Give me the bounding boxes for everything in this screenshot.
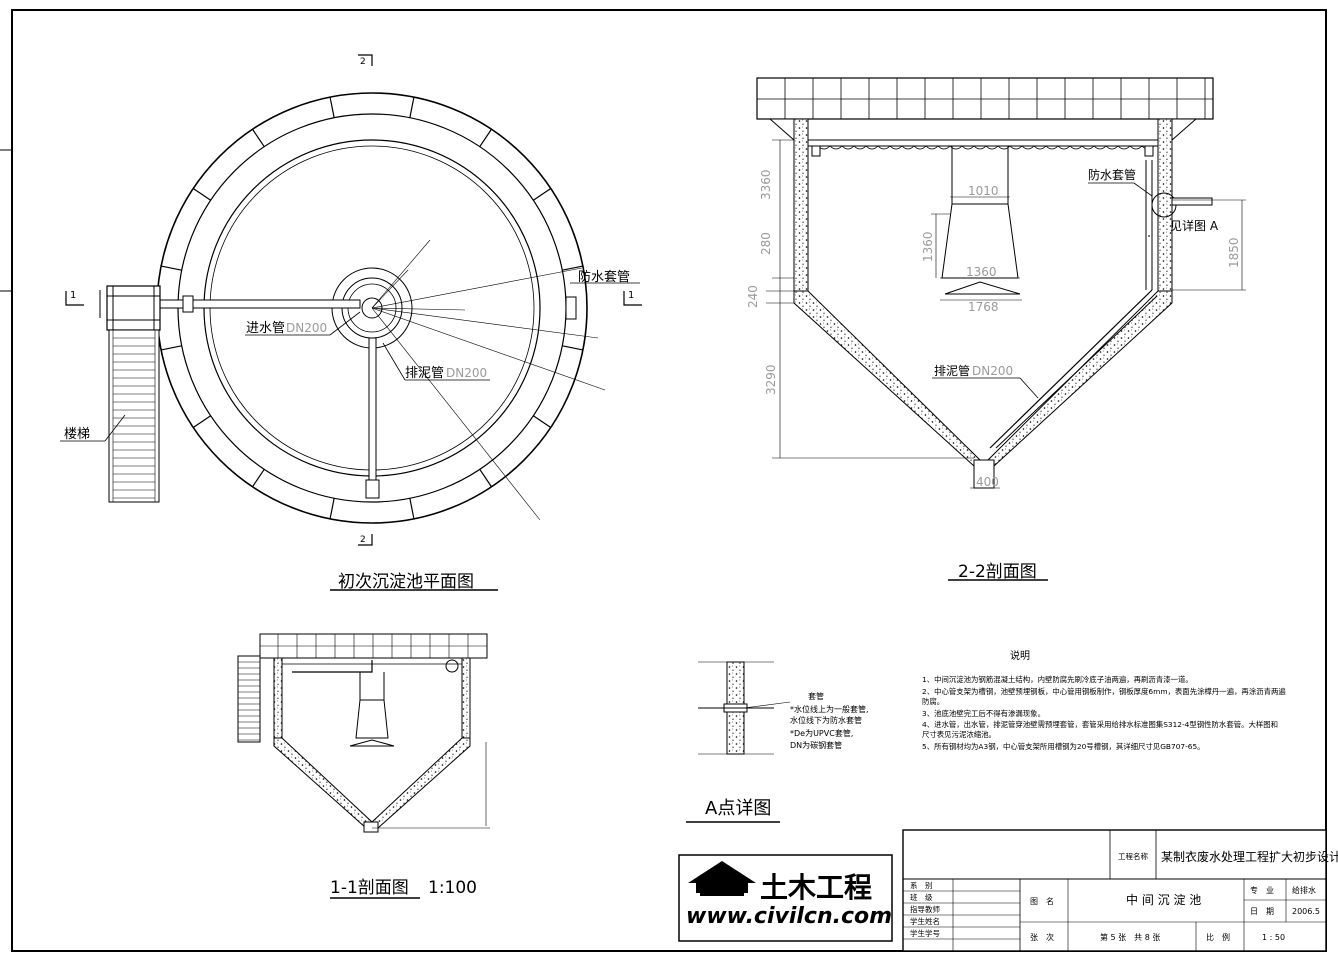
railing-posts-2-2 bbox=[784, 78, 1206, 119]
plan-sleeve-label: 防水套管 bbox=[578, 269, 630, 285]
sec22-sludge-pipe-label: 排泥管 bbox=[934, 363, 970, 378]
detail-a-reference: 见详图 A bbox=[1170, 218, 1219, 233]
notes-item-4b: 尺寸表见污泥浓缩池。 bbox=[922, 730, 996, 739]
notes-item-2b: 防腐。 bbox=[922, 697, 944, 706]
section-1-1-title: 1-1剖面图 bbox=[330, 878, 409, 898]
stairs-label: 楼梯 bbox=[64, 427, 90, 442]
tb-project-label: 工程名称 bbox=[1118, 851, 1148, 861]
notes-item-1: 1、中间沉淀池为钢筋混凝土结构，内壁防腐先刷冷底子油两遍，再刷沥青漆一道。 bbox=[922, 675, 1193, 684]
dim-1850: 1850 bbox=[1227, 237, 1241, 268]
tb-student-id-label: 学生学号 bbox=[910, 928, 940, 938]
detail-a-note-4: DN为碳钢套管 bbox=[790, 740, 842, 750]
notes-title: 说明 bbox=[1010, 649, 1030, 662]
title-block bbox=[902, 829, 1327, 952]
detail-a-note-2: 水位线下为防水套管 bbox=[790, 715, 862, 725]
tb-drawing-label: 图 名 bbox=[1030, 896, 1054, 906]
sludge-pipe-dn: DN200 bbox=[446, 366, 487, 380]
house-icon bbox=[688, 861, 756, 893]
section-1-1 bbox=[237, 633, 490, 899]
notes-item-2: 2、中心管支架为槽钢，池壁预埋钢板，中心管用钢板制作，钢板厚度6mm，表面先涂樟… bbox=[922, 687, 1286, 696]
tb-major-label: 专 业 bbox=[1250, 885, 1274, 895]
weir-2-2 bbox=[817, 145, 1155, 150]
plan-wall-ribs bbox=[161, 97, 583, 519]
dim-280: 280 bbox=[759, 232, 773, 255]
dim-3290: 3290 bbox=[764, 364, 778, 395]
dim-1010: 1010 bbox=[968, 184, 999, 198]
dim-1360-vertical: 1360 bbox=[921, 231, 935, 262]
logo-name: 土木工程 bbox=[760, 871, 872, 904]
tb-sheet-label: 张 次 bbox=[1030, 932, 1054, 942]
tb-student-label: 学生姓名 bbox=[910, 916, 940, 926]
plan-sec1-left-mark: 1 bbox=[70, 290, 76, 301]
tb-dept-label: 系 别 bbox=[910, 880, 933, 890]
tb-sheet-value: 第 5 张 共 8 张 bbox=[1100, 932, 1160, 942]
dim-240: 240 bbox=[746, 285, 760, 308]
tb-scale-label: 比 例 bbox=[1206, 932, 1230, 942]
dim-1768: 1768 bbox=[968, 300, 999, 314]
detail-a-note-3: *De为UPVC套管, bbox=[790, 728, 853, 738]
inlet-pipe-dn: DN200 bbox=[286, 321, 327, 335]
stair-treads bbox=[113, 337, 155, 499]
logo-url: www.civilcn.com bbox=[686, 904, 892, 929]
tb-class-label: 班 级 bbox=[910, 892, 933, 902]
notes-item-4: 4、进水管，出水管，排泥管穿池壁需预埋套管，套管采用给排水标准图集S312-4型… bbox=[922, 720, 1278, 729]
stair-treads-1-1 bbox=[238, 661, 260, 741]
tb-major-value: 给排水 bbox=[1292, 885, 1316, 895]
dim-400: 400 bbox=[976, 475, 999, 489]
tb-project-name: 某制衣废水处理工程扩大初步设计 bbox=[1161, 849, 1338, 864]
sheet-border bbox=[11, 9, 1327, 952]
plan-view bbox=[60, 54, 642, 591]
sec22-sleeve-label: 防水套管 bbox=[1088, 167, 1136, 182]
section-1-1-scale: 1:100 bbox=[428, 878, 477, 898]
dim-1360-horizontal: 1360 bbox=[966, 265, 997, 279]
detail-a-note-1: *水位线上为一般套管, bbox=[790, 704, 869, 714]
dim-3360: 3360 bbox=[759, 169, 773, 200]
section-2-2-title: 2-2剖面图 bbox=[958, 562, 1037, 582]
tb-scale-value: 1 : 50 bbox=[1262, 933, 1285, 942]
sec22-sludge-pipe-dn: DN200 bbox=[972, 364, 1013, 378]
section-2-2 bbox=[756, 77, 1246, 581]
plan-sec2-bottom-mark: 2 bbox=[360, 535, 366, 545]
detail-a-title: A点详图 bbox=[705, 798, 771, 819]
plan-sec1-right-mark: 1 bbox=[628, 290, 634, 301]
notes-item-3: 3、池底池壁完工后不得有渗漏现象。 bbox=[922, 709, 1045, 718]
tb-advisor-label: 指导教师 bbox=[910, 904, 940, 914]
plan-sec2-top-mark: 2 bbox=[360, 57, 366, 67]
sludge-pipe-label: 排泥管 bbox=[405, 366, 444, 381]
railing-posts-1-1 bbox=[277, 634, 469, 658]
site-logo bbox=[678, 854, 893, 942]
tb-date-label: 日 期 bbox=[1250, 907, 1274, 916]
plan-title: 初次沉淀池平面图 bbox=[338, 572, 474, 592]
detail-a bbox=[686, 661, 791, 823]
inlet-pipe-label: 进水管 bbox=[246, 321, 285, 336]
notes-item-5: 5、所有钢材均为A3钢，中心管支架所用槽钢为20号槽钢，其详细尺寸见GB707-… bbox=[922, 742, 1205, 751]
tb-date-value: 2006.5 bbox=[1292, 907, 1320, 916]
detail-a-note-title: 套管 bbox=[808, 691, 824, 701]
tb-drawing-name: 中 间 沉 淀 池 bbox=[1126, 892, 1201, 907]
